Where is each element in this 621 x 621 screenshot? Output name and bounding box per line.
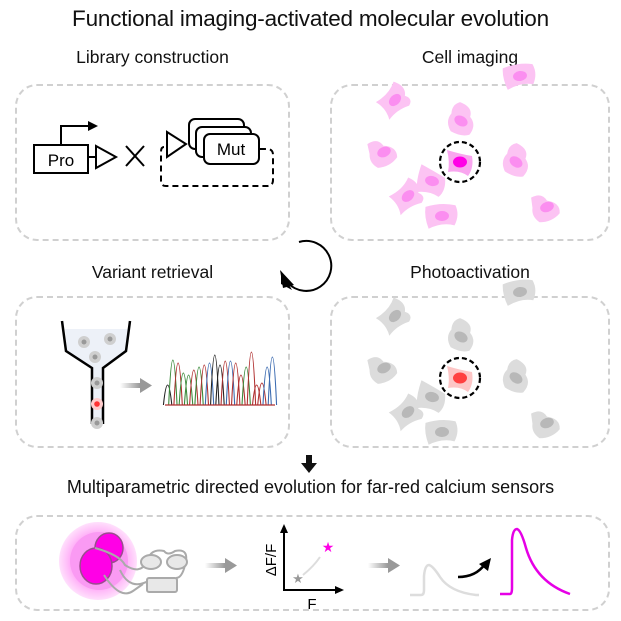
- promoter-arrowhead: [88, 121, 98, 131]
- photo-cell: [375, 297, 411, 336]
- photo-cell: [447, 318, 474, 352]
- panel-bottom: [15, 515, 610, 611]
- funnel-icon: [60, 320, 132, 424]
- step-label-retrieval: Variant retrieval: [91, 262, 214, 282]
- chromatogram-peak: [225, 360, 236, 406]
- imaging-cell: [388, 177, 424, 216]
- improvement-arrow-icon: [457, 558, 491, 579]
- chromatogram-peak: [168, 359, 178, 406]
- chromatogram-peak: [162, 384, 173, 406]
- step-label-library: Library construction: [76, 47, 229, 67]
- gray-arrow-icon: [368, 558, 400, 573]
- magenta-star-icon: ★: [322, 539, 335, 555]
- baseline-trace: [410, 563, 479, 597]
- rbs-triangle-icon: [95, 144, 119, 170]
- cross-icon: [125, 145, 145, 167]
- photo-selected-cell: [438, 356, 482, 400]
- panel-retrieval: [15, 296, 290, 448]
- chromatogram-peak: [178, 372, 189, 406]
- imaging-cell: [425, 203, 458, 229]
- funnel-fill: [65, 329, 128, 421]
- gray-arrow-icon: [205, 558, 237, 573]
- step-label-imaging: Cell imaging: [421, 47, 519, 67]
- chromatogram-peak: [199, 364, 210, 406]
- photo-cell: [502, 359, 528, 393]
- bottom-label: Multiparametric directed evolution for f…: [66, 477, 555, 497]
- photo-cell: [502, 279, 536, 306]
- chromatogram-peak: [194, 366, 204, 406]
- photo-cell: [367, 357, 398, 384]
- panel-photoactivation: [330, 296, 610, 448]
- plot-ylabel: ΔF/F: [263, 544, 280, 577]
- imaging-cell: [531, 195, 560, 223]
- chromatogram-peak: [210, 354, 220, 406]
- selection-circle: [438, 356, 482, 400]
- chromatogram-peak: [236, 374, 246, 406]
- photo-cell: [416, 380, 446, 413]
- figure-title: Functional imaging-activated molecular e…: [72, 6, 549, 31]
- chromatogram-peak: [183, 374, 194, 406]
- chromatogram-peak: [251, 384, 262, 406]
- scatter-plot-icon: ΔF/F F ★ ★: [263, 524, 344, 613]
- chromatogram-peak: [189, 369, 199, 406]
- chromatogram-peak: [204, 362, 215, 406]
- imaging-selected-cell: [438, 140, 482, 184]
- promoter-arrow-icon: [60, 125, 88, 145]
- step-label-photoactivation: Photoactivation: [410, 262, 530, 282]
- sequencing-chromatogram: [162, 351, 278, 406]
- chromatogram-peak: [257, 382, 267, 406]
- imaging-cell: [502, 63, 536, 90]
- plasmid-dashed-loop: [160, 146, 274, 187]
- mutant-label: Mut: [217, 140, 246, 159]
- imaging-cell: [502, 143, 528, 177]
- imaging-cell: [375, 81, 411, 120]
- chromatogram-peak: [262, 366, 272, 406]
- promoter-label: Pro: [48, 151, 74, 170]
- promoter-box: [33, 144, 89, 174]
- mutant-box-front: [203, 133, 260, 165]
- chromatogram-peak: [267, 356, 278, 406]
- chromatogram-peak: [241, 366, 251, 406]
- photo-cell: [531, 411, 560, 439]
- imaging-cell: [367, 141, 398, 168]
- plot-xlabel: F: [307, 596, 316, 613]
- photo-cell: [388, 393, 424, 432]
- selection-circle: [438, 140, 482, 184]
- sensor-protein-icon: [59, 522, 188, 600]
- rbs-triangle-icon: [166, 130, 188, 159]
- improved-trace: [500, 527, 571, 596]
- chromatogram-peak: [230, 362, 241, 406]
- chromatogram-peak: [246, 351, 257, 406]
- cell-particles: [78, 333, 116, 429]
- chromatogram-peak: [220, 360, 230, 406]
- photo-cell: [425, 419, 458, 445]
- chromatogram-peak: [215, 364, 225, 406]
- imaging-cell: [447, 102, 474, 136]
- panel-library: [15, 84, 290, 241]
- gray-arrow-icon: [120, 378, 152, 393]
- chromatogram-peak: [173, 362, 183, 406]
- imaging-cell: [416, 164, 446, 197]
- gray-star-icon: ★: [292, 571, 304, 586]
- panel-imaging: [330, 84, 610, 241]
